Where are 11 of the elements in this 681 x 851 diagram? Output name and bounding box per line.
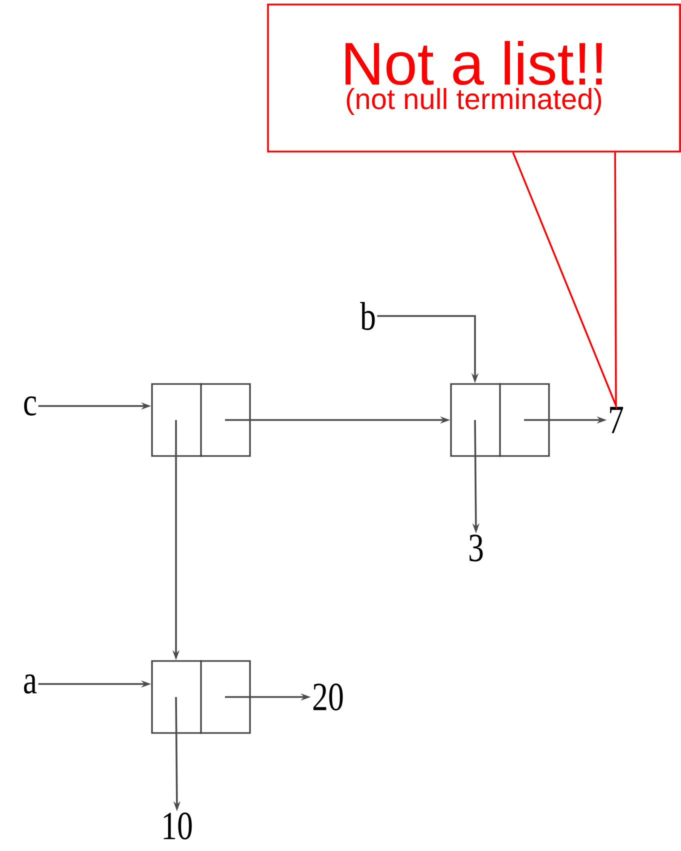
value-label: 10 <box>164 812 192 840</box>
value-label: b <box>360 302 375 330</box>
list-cell <box>151 660 251 734</box>
value-label: 3 <box>470 534 483 562</box>
value-label: 7 <box>610 406 624 434</box>
value-label: 20 <box>313 684 343 710</box>
value-label: c <box>24 396 36 416</box>
list-cell <box>450 383 550 457</box>
list-cell <box>151 383 251 457</box>
callout-box: Not a list!! (not null terminated) <box>267 4 681 152</box>
value-label: a <box>24 674 37 694</box>
